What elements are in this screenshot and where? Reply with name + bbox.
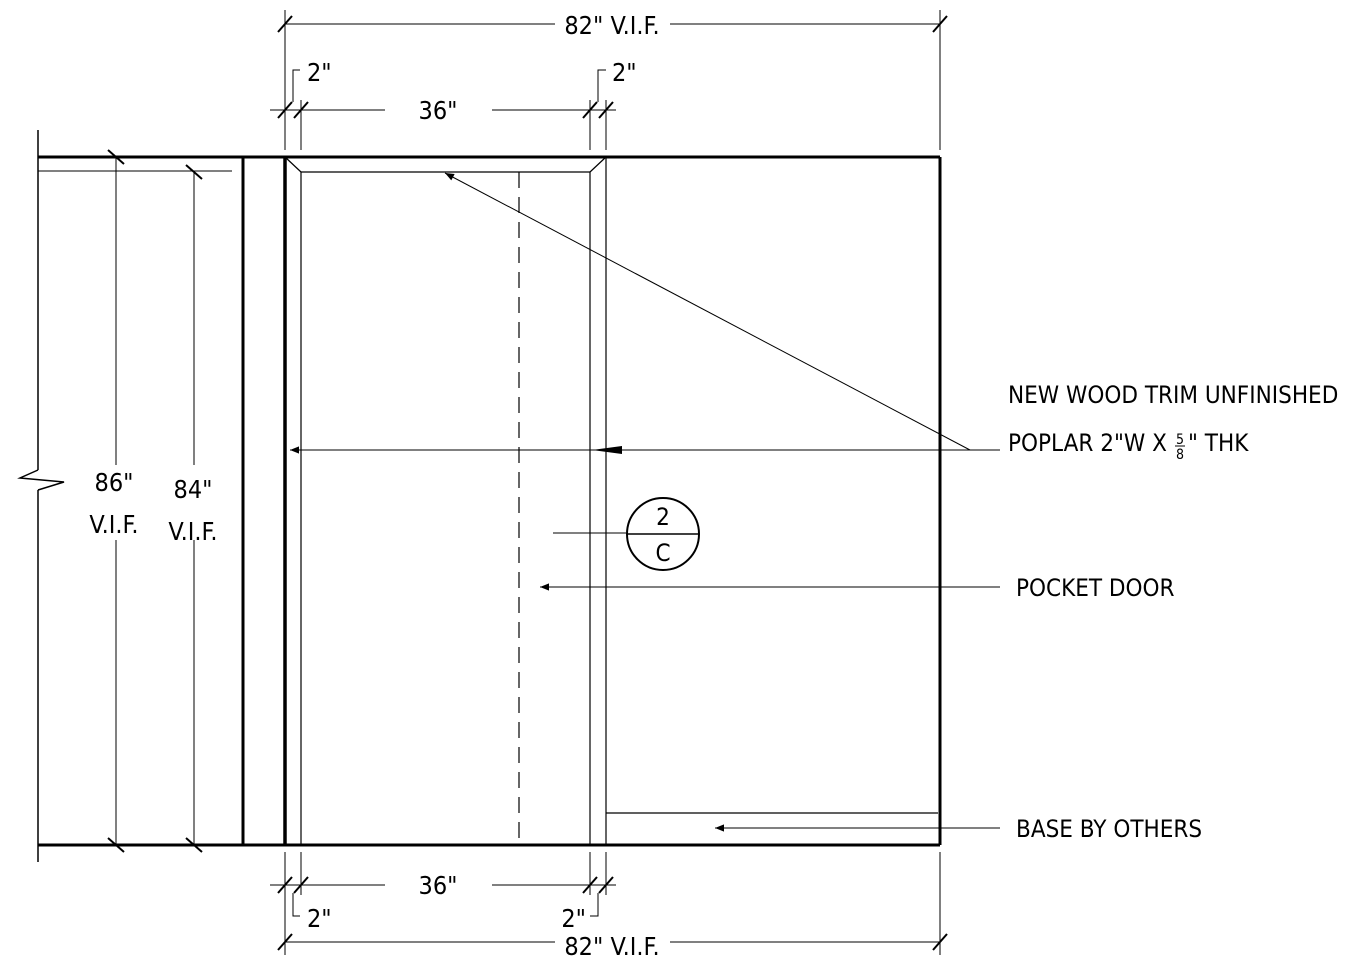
note-base: BASE BY OTHERS xyxy=(1016,815,1202,843)
tick xyxy=(107,149,125,165)
note-trim-line2: POPLAR 2"W X 5 8 " THK xyxy=(1008,429,1249,463)
vertical-dimensions xyxy=(107,149,203,853)
trim-miter-right xyxy=(589,156,607,173)
leader-bottom-right-trim xyxy=(590,893,599,917)
dim-bottom-overall: 82" V.I.F. xyxy=(564,932,659,961)
tick xyxy=(582,101,598,119)
tick xyxy=(293,876,309,894)
top-dimensions xyxy=(270,10,948,150)
leader-top-right-trim xyxy=(597,69,606,102)
bottom-dimensions xyxy=(270,852,948,955)
tick xyxy=(185,837,203,853)
note-pocket-door: POCKET DOOR xyxy=(1016,574,1175,602)
tick xyxy=(277,933,293,951)
tick xyxy=(293,101,309,119)
leader-trim-head xyxy=(444,172,971,451)
note-trim-fraction-den: 8 xyxy=(1176,447,1184,463)
door-trim xyxy=(283,156,938,845)
dim-height-opening-suffix: V.I.F. xyxy=(168,517,217,546)
tick xyxy=(107,837,125,853)
dim-top-opening: 36" xyxy=(419,96,458,125)
note-trim-fraction-num: 5 xyxy=(1176,432,1184,448)
note-trim-line2-pre: POPLAR 2"W X xyxy=(1008,429,1167,457)
tick xyxy=(185,164,203,180)
break-symbol xyxy=(17,469,65,491)
tick xyxy=(277,15,293,33)
dim-bottom-left-trim: 2" xyxy=(307,904,332,933)
tick xyxy=(932,15,948,33)
tick xyxy=(598,876,614,894)
tick xyxy=(582,876,598,894)
dim-top-overall: 82" V.I.F. xyxy=(564,11,659,40)
trim-arrow-right-jamb xyxy=(592,446,622,454)
tick xyxy=(598,101,614,119)
tick xyxy=(277,101,293,119)
dim-height-overall-suffix: V.I.F. xyxy=(89,510,138,539)
wall-outline xyxy=(17,130,942,862)
dim-top-left-trim: 2" xyxy=(307,58,332,87)
tick xyxy=(277,876,293,894)
dim-height-opening-value: 84" xyxy=(174,475,213,504)
section-tag[interactable]: 2 C xyxy=(626,497,700,571)
section-tag-sheet: C xyxy=(655,539,670,567)
note-leaders xyxy=(290,172,1000,832)
dim-bottom-opening: 36" xyxy=(419,871,458,900)
leader-top-left-trim xyxy=(292,69,300,102)
dim-top-right-trim: 2" xyxy=(612,58,637,87)
tick xyxy=(932,933,948,951)
trim-miter-left xyxy=(284,156,302,173)
section-tag-number: 2 xyxy=(656,503,670,531)
dim-bottom-right-trim: 2" xyxy=(561,904,586,933)
note-trim-line1: NEW WOOD TRIM UNFINISHED xyxy=(1008,381,1338,409)
leader-bottom-left-trim xyxy=(292,893,300,917)
note-trim-line2-post: " THK xyxy=(1188,429,1249,457)
dim-height-overall-value: 86" xyxy=(95,468,134,497)
